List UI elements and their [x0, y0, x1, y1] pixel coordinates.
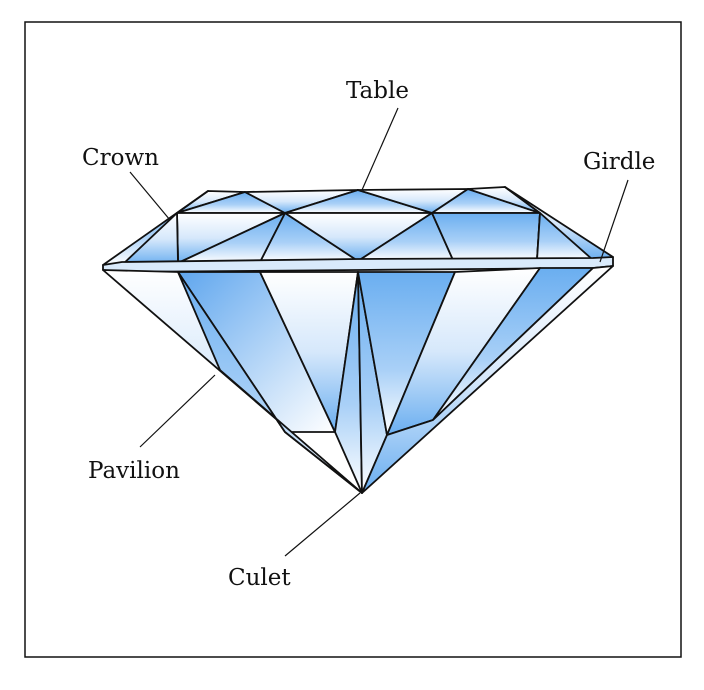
label-crown: Crown [82, 145, 159, 171]
diamond-pavilion [102, 265, 614, 494]
leader-lines [129, 107, 629, 557]
label-culet: Culet [228, 565, 291, 591]
culet-leader-line [284, 492, 361, 557]
label-pavilion: Pavilion [88, 458, 180, 484]
frame-border [24, 21, 682, 658]
label-girdle: Girdle [583, 149, 655, 175]
girdle-leader-line [599, 179, 629, 263]
pavilion-leader-line [139, 374, 216, 448]
table-leader-line [361, 107, 399, 191]
diamond-crown [102, 186, 614, 266]
label-table: Table [346, 78, 409, 104]
crown-leader-line [129, 171, 171, 221]
